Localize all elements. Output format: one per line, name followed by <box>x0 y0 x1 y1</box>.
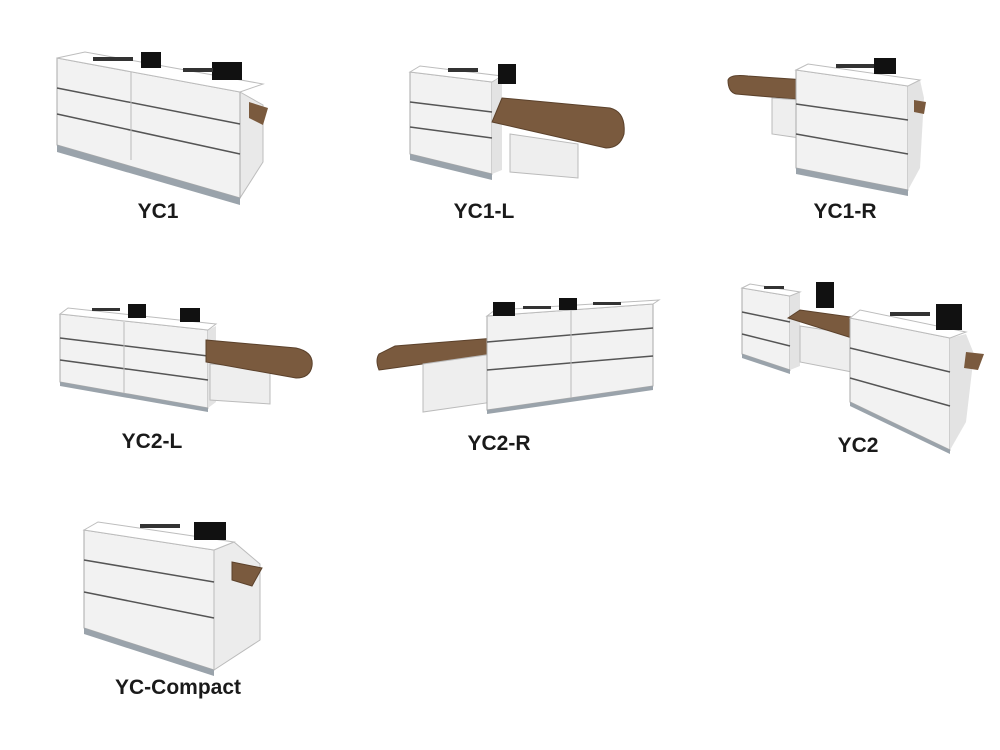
desk-yc1-l-illustration <box>408 62 630 182</box>
product-label-yc2-l: YC2-L <box>121 430 183 453</box>
product-label-yc2: YC2 <box>837 434 879 457</box>
desk-yc2-illustration <box>740 282 985 454</box>
product-label-yc2-r: YC2-R <box>467 432 531 455</box>
product-label-yc1-l: YC1-L <box>453 200 515 223</box>
desk-yc-compact-illustration <box>82 520 267 680</box>
desk-yc2-l-illustration <box>58 302 320 412</box>
desk-yc1-r-illustration <box>727 58 928 196</box>
product-label-yc1-r: YC1-R <box>813 200 877 223</box>
product-label-yc1: YC1 <box>137 200 179 223</box>
product-label-yc-compact: YC-Compact <box>114 676 242 699</box>
desk-yc2-r-illustration <box>375 298 661 414</box>
desk-yc1-illustration <box>55 50 270 205</box>
